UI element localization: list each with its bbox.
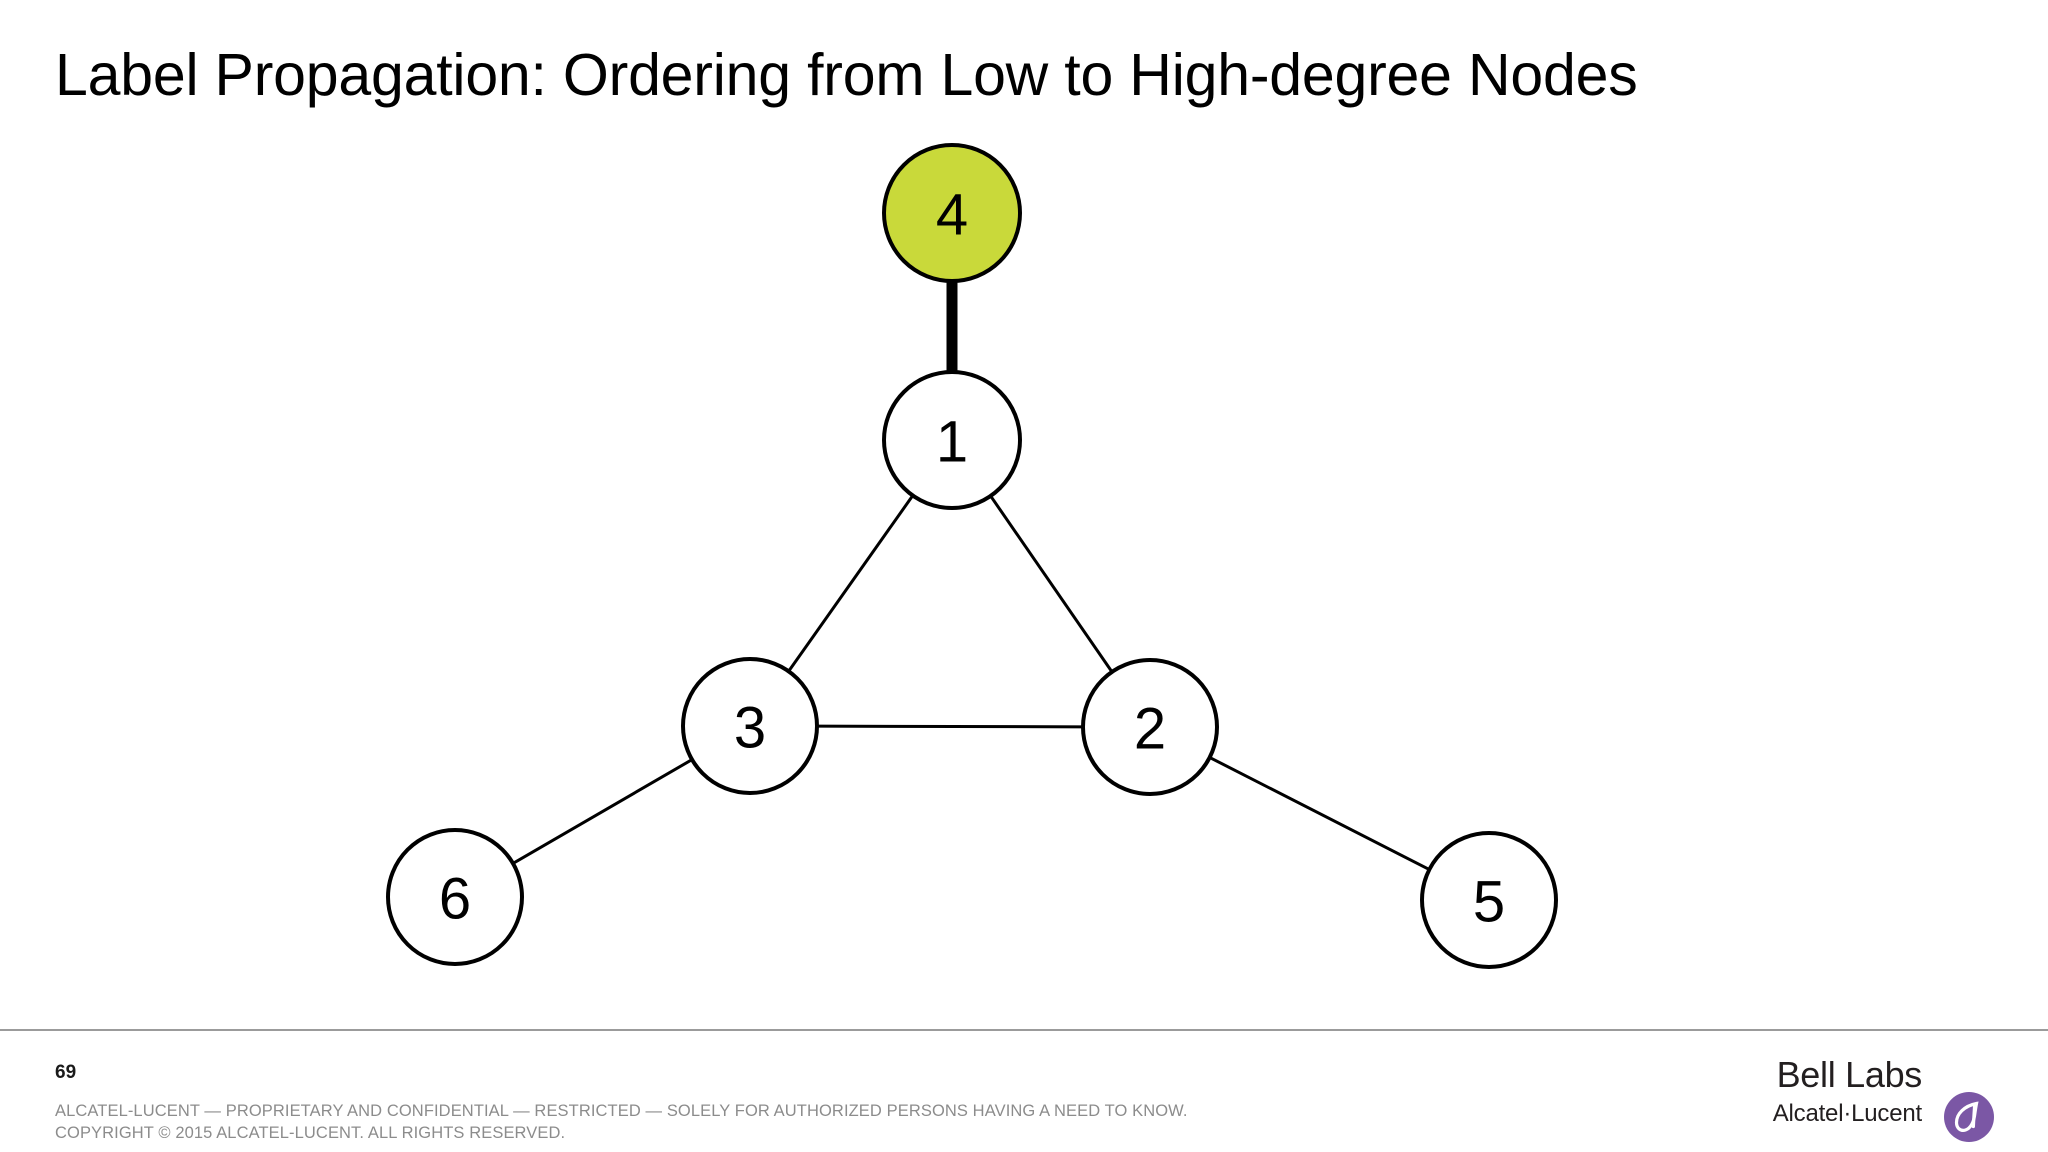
graph-node-1[interactable]: 1 [882,370,1022,510]
node-circle-4[interactable] [882,143,1022,283]
node-label-3: 3 [734,696,766,761]
graph-node-2[interactable]: 2 [1081,658,1219,796]
brand-lockup: Bell Labs Alcatel·Lucent [1773,1050,2014,1142]
graph-edge-3-2 [814,724,1086,729]
alcatel-lucent-logo-icon [1944,1092,1994,1142]
graph-node-5[interactable]: 5 [1420,831,1558,969]
page-title: Label Propagation: Ordering from Low to … [55,42,1638,108]
graph-edge-1-2 [988,493,1115,675]
node-label-6: 6 [439,867,471,932]
graph-edge-2-5 [1207,755,1432,872]
node-label-5: 5 [1473,870,1505,935]
node-label-4: 4 [936,183,968,248]
graph-edge-1-3 [786,493,916,674]
node-circle-2[interactable] [1081,658,1219,796]
node-label-2: 2 [1134,697,1166,762]
legal-line-2: COPYRIGHT © 2015 ALCATEL-LUCENT. ALL RIG… [55,1124,566,1143]
node-circle-3[interactable] [681,657,819,795]
legal-line-1: ALCATEL-LUCENT — PROPRIETARY AND CONFIDE… [55,1102,1188,1120]
graph-edges [510,279,1432,872]
node-circle-5[interactable] [1420,831,1558,969]
node-label-1: 1 [936,410,968,475]
footer-divider [0,1029,2048,1031]
graph-svg: 4 1 3 2 6 5 [386,143,1558,969]
alcatel-lucent-wordmark: Alcatel·Lucent [1772,1100,1922,1127]
graph-nodes: 4 1 3 2 6 5 [386,143,1558,969]
node-circle-6[interactable] [386,828,524,966]
graph-node-3[interactable]: 3 [681,657,819,795]
page-number: 69 [55,1062,77,1083]
bell-labs-wordmark: Bell Labs [1776,1054,1923,1095]
graph-node-6[interactable]: 6 [386,828,524,966]
graph-node-4[interactable]: 4 [882,143,1022,283]
graph-diagram: 4 1 3 2 6 5 [0,100,2048,1000]
graph-edge-3-6 [510,757,695,866]
node-circle-1[interactable] [882,370,1022,510]
legal-notice: ALCATEL-LUCENT — PROPRIETARY AND CONFIDE… [55,1100,1188,1145]
